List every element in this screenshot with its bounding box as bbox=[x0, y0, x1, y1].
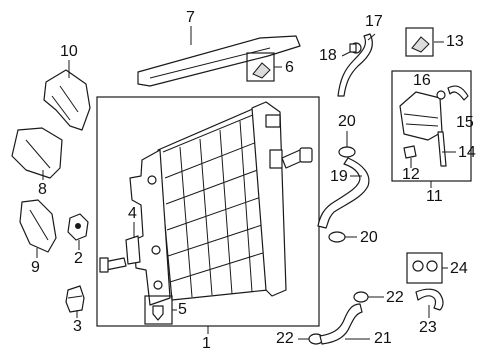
part-10-bracket bbox=[43, 60, 91, 131]
part-2-insulator bbox=[67, 213, 89, 250]
callout-23: 23 bbox=[419, 319, 437, 336]
radiator-assembly bbox=[96, 96, 320, 327]
callout-1: 1 bbox=[202, 335, 211, 352]
part-19-hose bbox=[317, 157, 370, 229]
leader-18 bbox=[341, 51, 351, 57]
callout-24: 24 bbox=[450, 260, 468, 277]
callout-14: 14 bbox=[458, 144, 476, 161]
callout-8: 8 bbox=[38, 181, 47, 198]
callout-7: 7 bbox=[186, 9, 195, 26]
callout-15: 15 bbox=[456, 114, 474, 131]
part-8-air-deflector bbox=[11, 127, 63, 180]
part-22-clamp-bottom bbox=[298, 333, 324, 345]
callout-16: 16 bbox=[413, 72, 431, 89]
callout-22-right: 22 bbox=[386, 289, 404, 306]
part-24-clamps bbox=[406, 252, 443, 284]
part-23-hose bbox=[415, 288, 444, 318]
part-4-bracket-bolt bbox=[99, 222, 141, 273]
part-17-hose bbox=[337, 33, 376, 97]
part-9-seal bbox=[19, 199, 57, 258]
part-5-drain-plug bbox=[144, 295, 177, 325]
callout-19: 19 bbox=[330, 168, 348, 185]
callout-18: 18 bbox=[319, 47, 337, 64]
callout-17: 17 bbox=[365, 13, 383, 30]
part-18-clamp bbox=[349, 42, 362, 54]
callout-22-bottom: 22 bbox=[276, 330, 294, 347]
part-20-clamp-lower bbox=[328, 231, 357, 243]
callout-20-upper: 20 bbox=[338, 113, 356, 130]
callout-4: 4 bbox=[128, 205, 137, 222]
callout-10: 10 bbox=[60, 43, 78, 60]
part-13-cap bbox=[405, 27, 434, 57]
part-20-clamp-upper bbox=[338, 131, 356, 158]
callout-13: 13 bbox=[446, 33, 464, 50]
part-3-mount bbox=[65, 285, 85, 318]
part-22-clamp-right bbox=[353, 291, 384, 303]
callout-21: 21 bbox=[374, 330, 392, 347]
callout-5: 5 bbox=[178, 301, 187, 318]
part-7-upper-shield bbox=[137, 26, 301, 87]
part-11-reservoir-group bbox=[391, 70, 472, 188]
part-21-lower-hose bbox=[319, 303, 370, 345]
callout-11: 11 bbox=[426, 188, 443, 205]
callout-20-lower: 20 bbox=[360, 229, 378, 246]
callout-2: 2 bbox=[74, 250, 83, 267]
callout-12: 12 bbox=[402, 166, 420, 183]
callout-9: 9 bbox=[31, 259, 40, 276]
callout-3: 3 bbox=[73, 318, 82, 335]
callout-6: 6 bbox=[285, 59, 294, 76]
